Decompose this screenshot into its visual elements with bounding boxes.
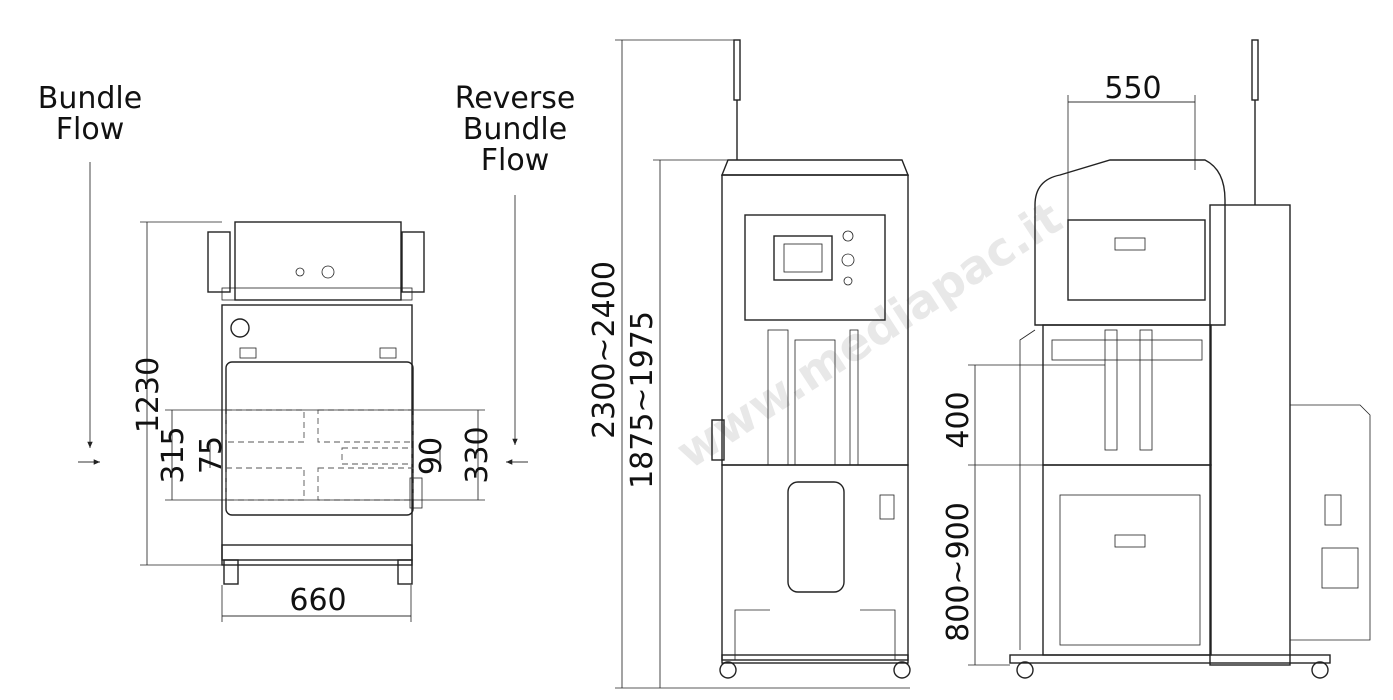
dim-2300-2400: 2300~2400 bbox=[587, 261, 622, 439]
reverse-text-2: Bundle bbox=[463, 112, 567, 147]
reverse-bundle-flow-label: Reverse Bundle Flow bbox=[455, 81, 576, 178]
side-view bbox=[1009, 39, 1371, 679]
bundle-flow-text-1: Bundle bbox=[38, 81, 142, 116]
bundle-flow-text-2: Flow bbox=[56, 112, 124, 147]
front-view bbox=[711, 39, 911, 679]
dim-800-900: 800~900 bbox=[941, 502, 976, 642]
dim-315: 315 bbox=[156, 426, 191, 483]
dim-330: 330 bbox=[460, 426, 495, 483]
dim-1230: 1230 bbox=[131, 357, 166, 433]
dim-1875-1975: 1875~1975 bbox=[625, 311, 660, 489]
reverse-text-1: Reverse bbox=[455, 81, 576, 116]
top-view bbox=[207, 221, 425, 585]
bundle-flow-label: Bundle Flow bbox=[38, 81, 142, 147]
dim-75: 75 bbox=[194, 436, 229, 474]
dim-550: 550 bbox=[1104, 71, 1161, 106]
reverse-text-3: Flow bbox=[481, 143, 549, 178]
watermark: www.mediapac.it bbox=[667, 190, 1072, 479]
dim-660: 660 bbox=[289, 583, 346, 618]
dim-400: 400 bbox=[941, 391, 976, 448]
dim-90: 90 bbox=[414, 437, 449, 475]
